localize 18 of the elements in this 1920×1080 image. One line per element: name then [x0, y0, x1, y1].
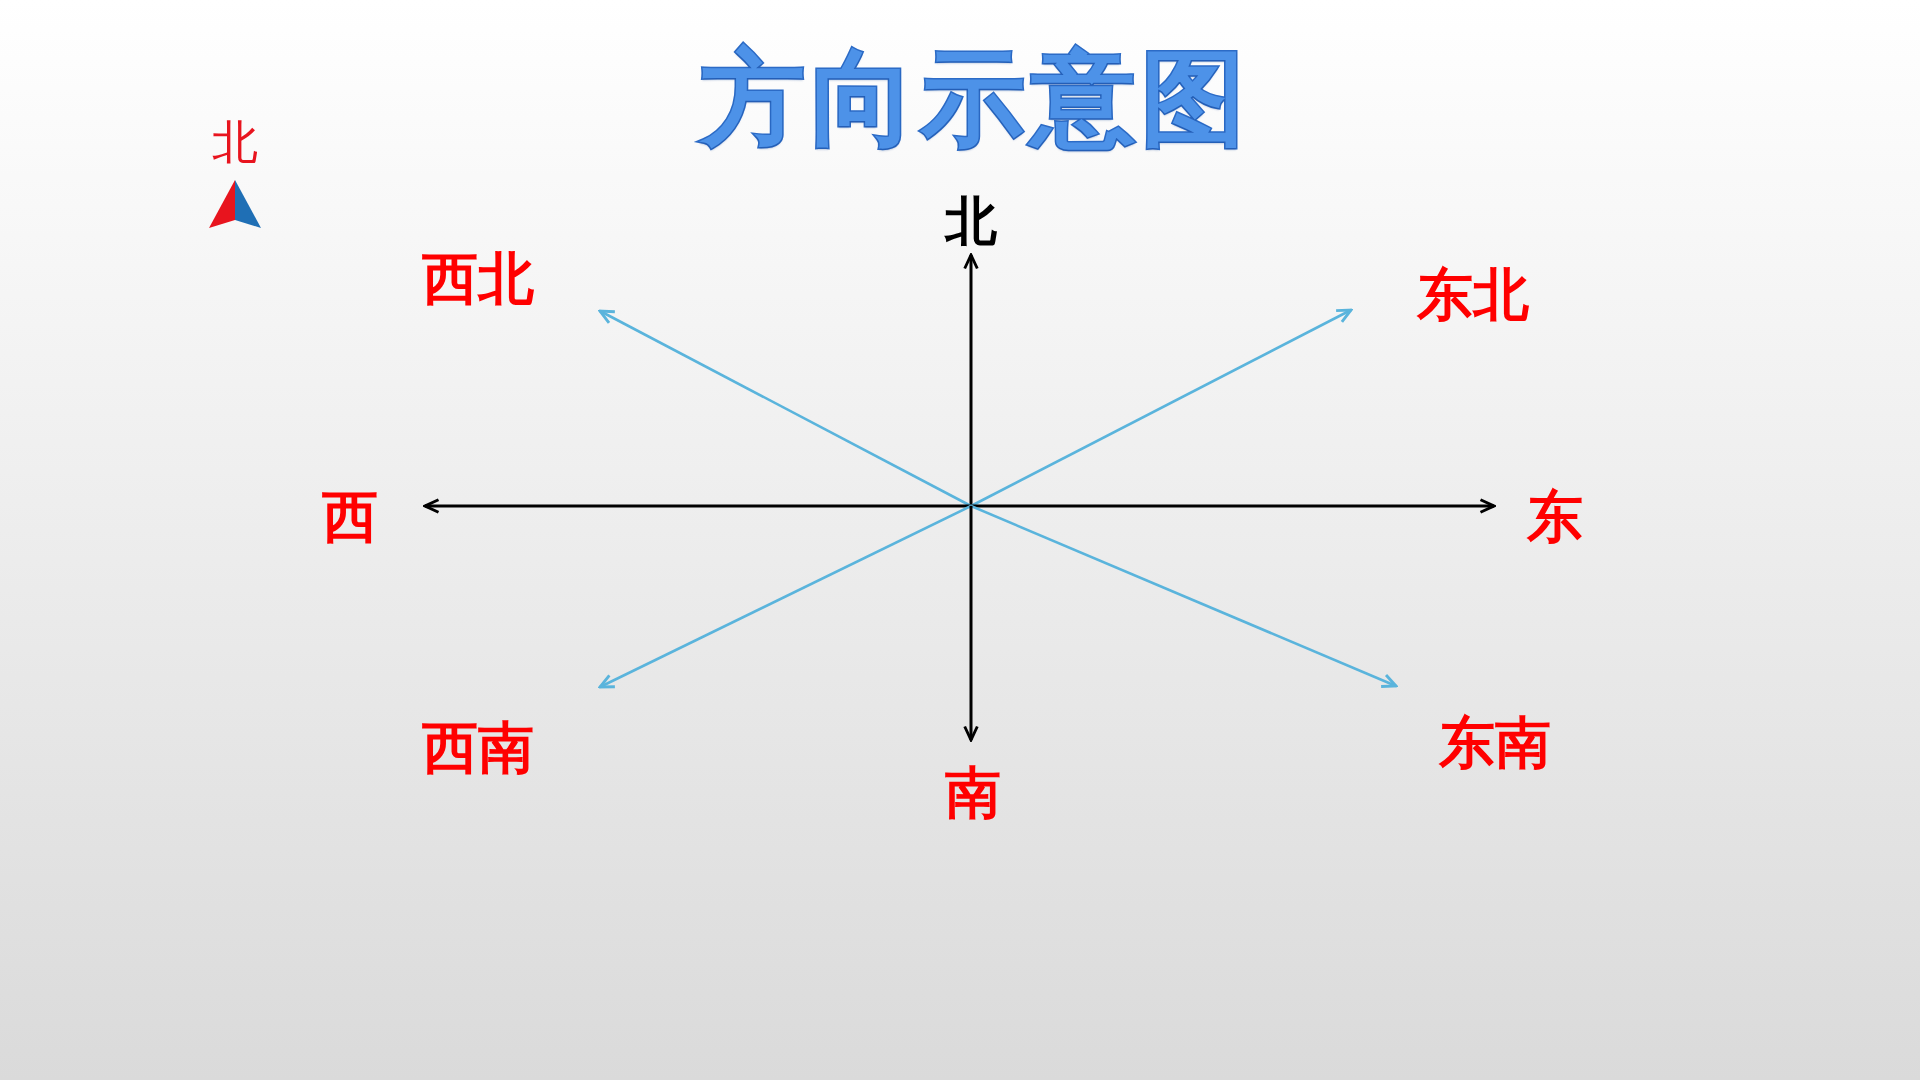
arrow	[971, 498, 1496, 514]
direction-label: 南	[945, 765, 1001, 821]
direction-label: 西	[322, 489, 378, 545]
arrow	[970, 308, 1353, 508]
direction-label: 东北	[1417, 267, 1529, 323]
direction-label: 西南	[422, 720, 534, 776]
direction-label: 东	[1527, 489, 1583, 545]
arrow	[963, 506, 979, 742]
arrow	[963, 253, 979, 506]
direction-label: 西北	[422, 251, 534, 307]
direction-label: 北	[945, 196, 997, 248]
direction-label: 东南	[1439, 715, 1551, 771]
arrow	[598, 309, 972, 508]
arrow	[970, 504, 1398, 688]
arrow	[598, 504, 972, 689]
north-label: 北	[212, 120, 258, 166]
title: 方向示意图	[698, 40, 1252, 156]
arrow	[423, 498, 971, 514]
